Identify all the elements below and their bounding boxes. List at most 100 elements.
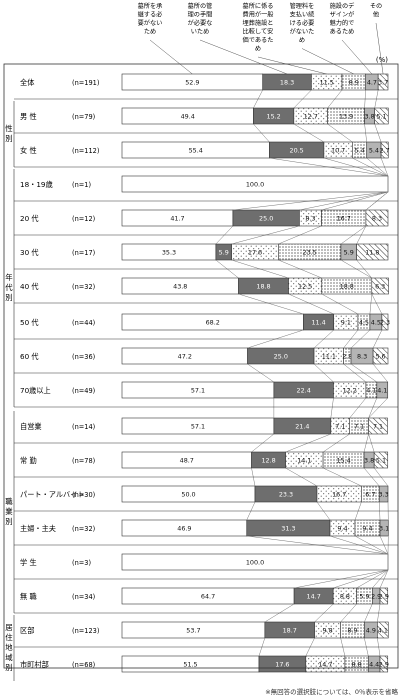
data-label: 3.8 [364,457,374,465]
footnote: ※無回答の選択肢については、0％表示を省略 [265,687,398,696]
bar-segment [379,519,389,537]
row-n: (n=32) [72,283,95,291]
data-label: 57.1 [191,423,205,431]
data-label: 3.1 [379,525,389,533]
row-n: (n=12) [72,215,95,223]
row-n: (n=112) [72,147,99,155]
data-label: 5.1 [376,457,386,465]
data-label: 11.8 [365,249,379,257]
group-label: 性 [5,124,12,133]
data-label: 3.7 [378,79,388,87]
legend-label: め [299,37,305,44]
data-label: 2.9 [371,593,381,601]
data-label: 5.1 [376,113,386,121]
data-label: 4.7 [367,79,377,87]
bar-segment [378,485,389,503]
row-n: (n=3) [72,559,91,567]
bar-segment [377,73,389,91]
data-label: 18.8 [256,283,270,291]
legend-label: 理の手間 [188,11,213,19]
connector-line [288,293,334,315]
group-label: 職 [5,497,13,506]
bar-segment [379,655,389,673]
row-n: (n=44) [72,319,95,327]
row-label: 無 職 [20,592,37,601]
unit-label: (%) [376,56,388,64]
row-n: (n=78) [72,457,95,465]
data-label: 55.4 [189,147,203,155]
legend-label: め [255,46,261,53]
group-label: 域 [5,653,13,662]
data-label: 11.5 [320,79,334,87]
data-label: 100.0 [246,559,264,567]
data-label: 6.7 [365,491,375,499]
data-label: 43.8 [173,283,187,291]
data-label: 100.0 [246,181,264,189]
row-label: 自営業 [20,422,42,431]
legend-label: ける必要 [290,19,315,27]
data-label: 9.1 [341,319,351,327]
connector-line [321,293,359,315]
data-label: 5.6 [375,353,385,361]
data-label: 21.4 [295,423,309,431]
connector-line [369,293,373,315]
bar-segment [377,621,389,639]
legend-label: 墓所に係る [243,2,274,10]
data-label: 8.3 [372,215,382,223]
bar-segment [380,141,389,159]
data-label: 11.1 [322,353,336,361]
data-label: 8.9 [347,627,357,635]
row-label: 主婦・主夫 [20,524,56,533]
legend-label: が必要な [188,19,213,27]
data-label: 4.1 [366,387,376,395]
row-label: 区部 [20,626,34,635]
legend-label: 管理料を [290,2,315,10]
bar-segment [373,451,389,469]
data-label: 4.4 [369,661,379,669]
row-label: 市町村部 [20,660,49,669]
data-label: 7.1 [335,423,345,431]
data-label: 18.3 [280,79,294,87]
connector-line [371,293,383,315]
data-label: 5.9 [359,593,369,601]
data-label: 51.5 [183,661,197,669]
data-label: 22.4 [297,387,311,395]
legend: 墓所を承継する必要がないため墓所の管理の手間が必要ないため墓所に係る費用が一般埋… [138,2,384,75]
data-label: 2.3 [380,319,390,327]
data-label: 4.5 [359,319,369,327]
legend-label: その [370,3,382,10]
data-label: 5.4 [369,147,379,155]
legend-label: 施設のデ [330,2,356,10]
data-label: 8.3 [305,215,315,223]
row-label: 男 性 [20,112,37,121]
data-label: 8.3 [357,353,367,361]
group-label: 別 [5,517,12,526]
legend-label: 価であるた [243,36,274,44]
row-n: (n=79) [72,113,95,121]
legend-label: がないた [290,28,315,36]
bar-segment [374,107,389,125]
row-label: 40 代 [20,282,39,291]
bar-segment [372,347,389,365]
group-label: 別 [5,134,12,143]
row-n: (n=68) [72,661,95,669]
data-label: 23.3 [279,491,293,499]
connector-line [368,397,378,419]
row-n: (n=123) [72,627,99,635]
group-label: 業 [5,507,13,516]
row-label: 18・19歳 [20,180,53,189]
legend-label: 比較して安 [243,28,274,36]
data-label: 3.3 [379,491,389,499]
legend-label: ザインが [330,11,356,19]
row-n: (n=32) [72,525,95,533]
data-label: 10.7 [331,147,345,155]
legend-label: 魅力的で [330,19,355,27]
row-n: (n=17) [72,249,95,257]
data-label: 48.7 [180,457,194,465]
data-label: 49.4 [181,113,195,121]
group-label: 別 [5,293,12,302]
data-label: 17.6 [248,249,262,257]
legend-label: 要がない [138,19,163,27]
data-label: 2.9 [379,661,389,669]
